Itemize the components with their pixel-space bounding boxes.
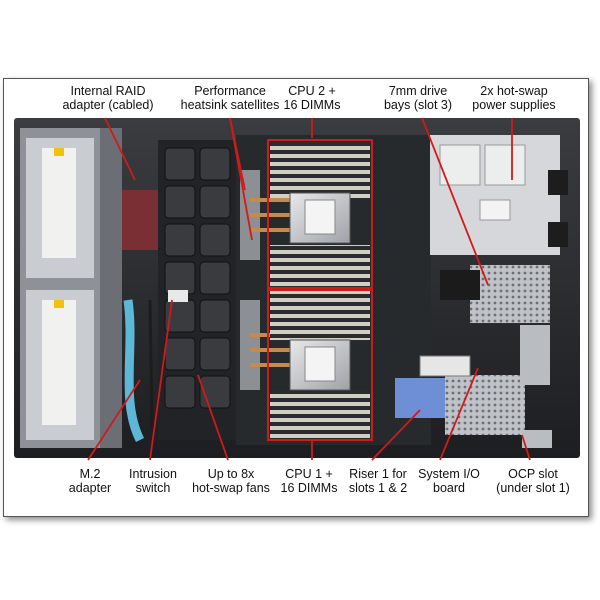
fan-bank [158,140,236,440]
label-cpu1: CPU 1 +16 DIMMs [280,467,338,495]
dimm-banks [270,142,370,438]
pointer-lines [87,117,531,461]
label-ocp-slot: OCP slot(under slot 1) [496,467,570,495]
label-cpu2: CPU 2 +16 DIMMs [283,84,341,112]
cpu-highlight-boxes [267,139,373,441]
cpu-heatsinks [289,192,351,391]
heatsink-satellites [240,170,290,390]
